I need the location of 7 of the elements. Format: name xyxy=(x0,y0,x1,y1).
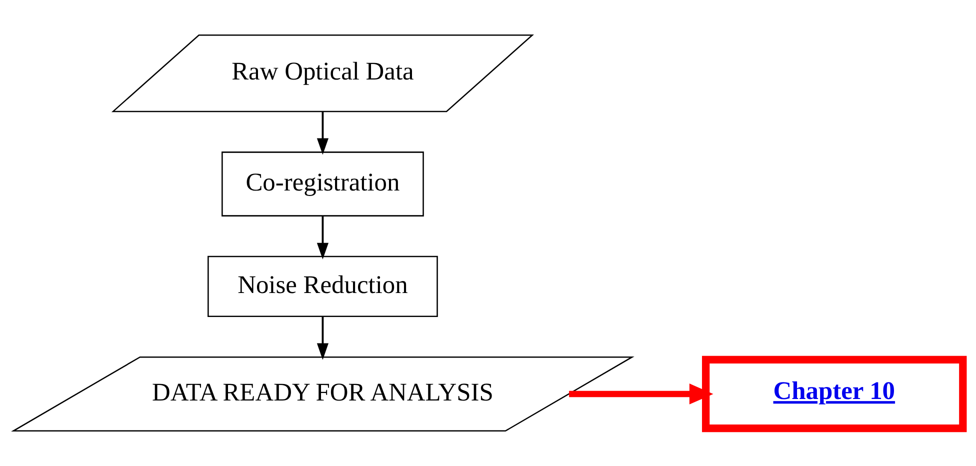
arrow xyxy=(316,316,329,360)
arrow xyxy=(569,384,714,404)
node-box: Co-registration xyxy=(222,152,424,216)
arrow xyxy=(316,112,329,155)
node-box: Chapter 10 xyxy=(702,356,967,432)
node-box: Noise Reduction xyxy=(208,256,438,317)
arrow xyxy=(316,216,329,260)
